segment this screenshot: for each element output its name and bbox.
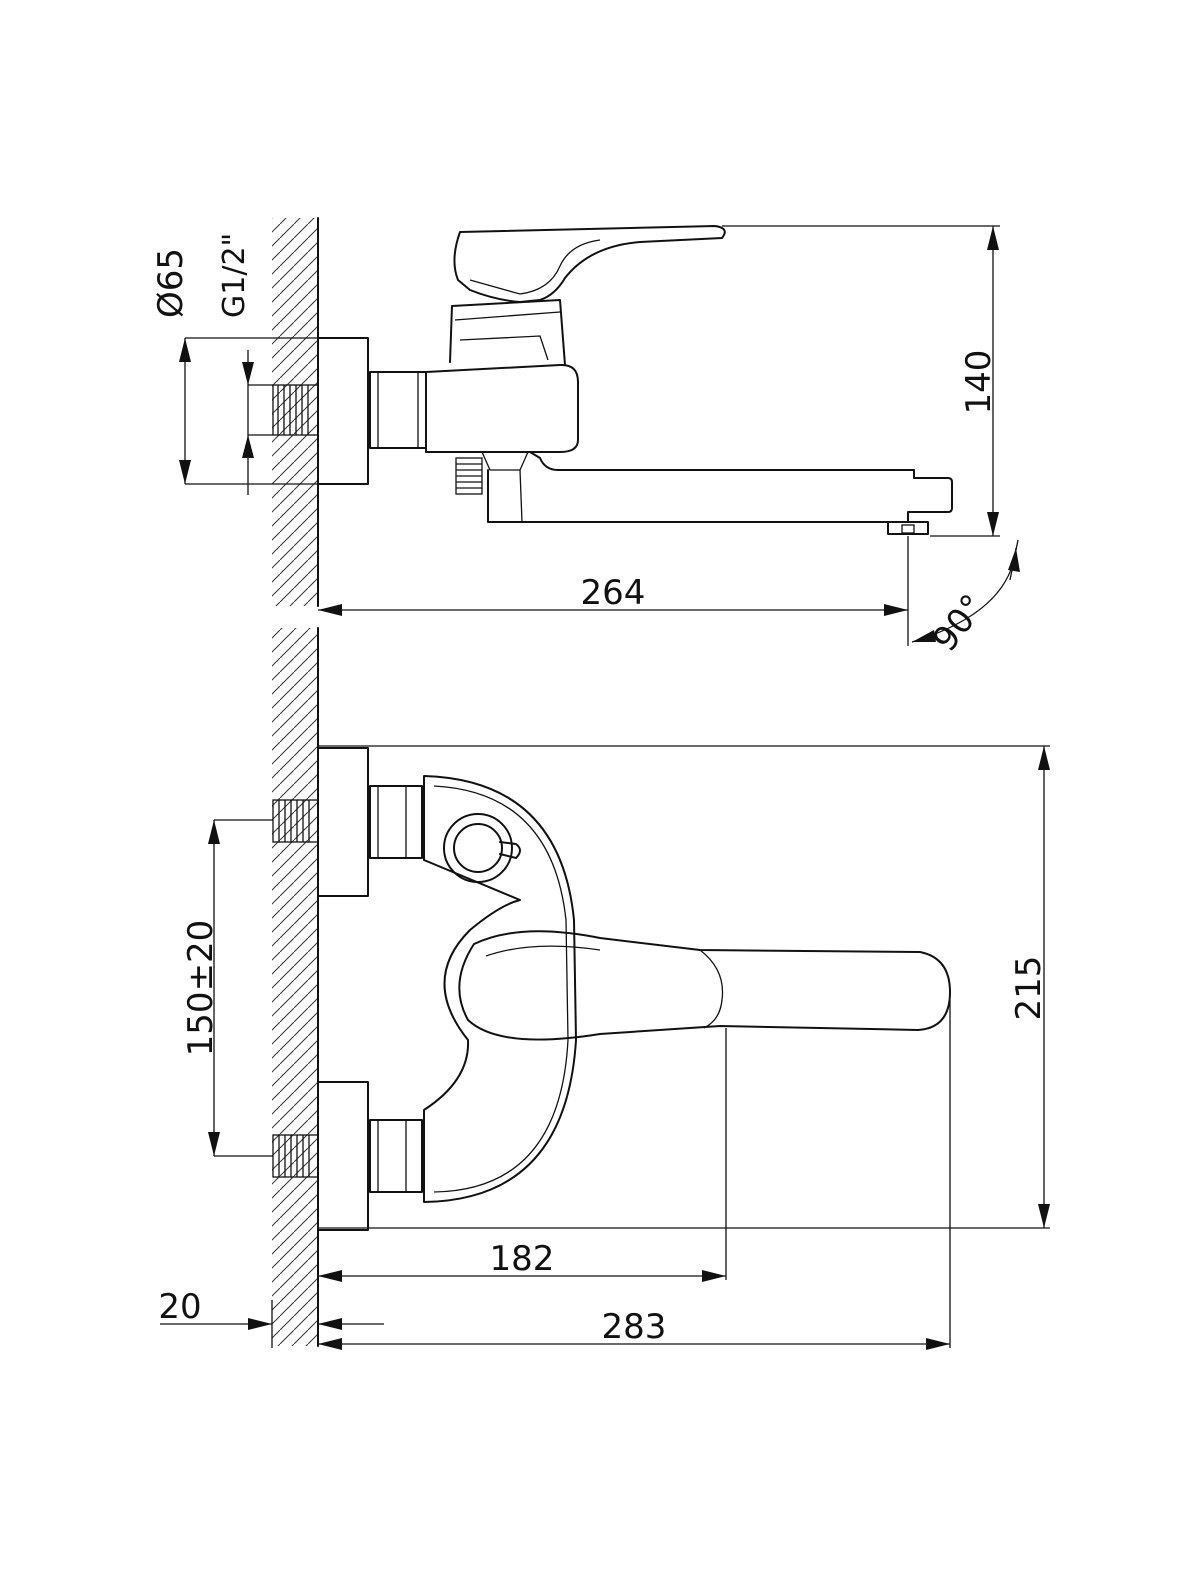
lever-handle-plan: [458, 930, 951, 1041]
flange-lower: [317, 1081, 369, 1231]
plan-view-dimensions: 150±20 215 182 283 20: [158, 745, 1050, 1350]
angle-label: 90°: [925, 587, 994, 659]
spout-top: [487, 451, 953, 523]
aerator: [887, 521, 929, 535]
flange-diameter-label: Ø65: [151, 248, 191, 318]
handle-top: [453, 225, 726, 303]
thread-size-label: G1/2": [217, 233, 252, 318]
height-label: 140: [959, 350, 999, 415]
plan-view: [272, 627, 951, 1347]
handle-reach-label: 182: [490, 1239, 555, 1279]
diverter-knob: [443, 813, 521, 883]
inlet-spacing-label: 150±20: [181, 920, 221, 1057]
flange-top: [317, 337, 369, 485]
body-height-label: 215: [1009, 956, 1049, 1021]
total-depth-label: 283: [602, 1307, 667, 1347]
mixer-body-top: [425, 363, 579, 453]
reach-label: 264: [581, 573, 646, 613]
flange-upper: [317, 747, 369, 897]
mixer-body-plan: [423, 775, 577, 1203]
wall-top: [272, 218, 318, 606]
diverter-outlet-top: [455, 451, 529, 495]
nut-upper: [369, 785, 423, 859]
wall-bottom: [272, 628, 318, 1346]
side-view: [272, 217, 953, 607]
thread-inlet-top: [272, 384, 319, 436]
wall-gap-label: 20: [158, 1287, 201, 1327]
nut-lower: [369, 1119, 423, 1193]
side-view-dimensions: Ø65 G1/2" 140 264 90°: [151, 225, 1020, 659]
